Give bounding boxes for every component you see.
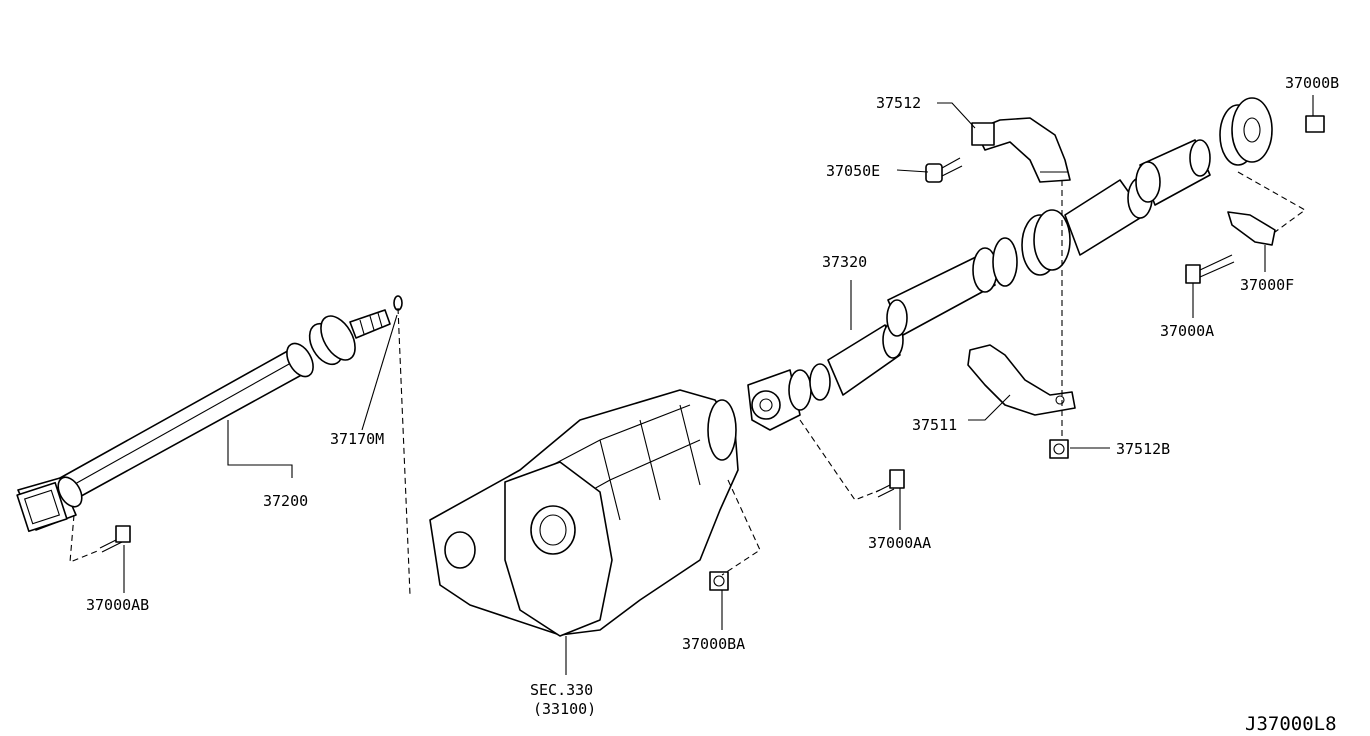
transfer-case: [429, 389, 739, 637]
label-sec-330: SEC.330: [530, 681, 593, 699]
label-sec-330-sub: (33100): [533, 700, 596, 718]
washer-37000F: [1227, 211, 1276, 246]
label-37000A: 37000A: [1160, 322, 1214, 340]
part-labels: 37512 37050E 37320 37170M 37200 37000AB …: [86, 74, 1339, 735]
label-37512B: 37512B: [1116, 440, 1170, 458]
assembly-lines: [69, 171, 1307, 596]
nut-37512B: [1049, 439, 1069, 459]
nut-37000BA: [709, 571, 729, 591]
bracket-37512: [971, 117, 1071, 183]
label-37200: 37200: [263, 492, 308, 510]
nut-37000B: [1305, 115, 1325, 133]
bolt-37000AA: [875, 469, 905, 498]
label-37000F: 37000F: [1240, 276, 1294, 294]
bolt-37000AB: [99, 525, 131, 553]
rear-propeller-shaft: [747, 97, 1273, 431]
leader-lines: [123, 95, 1314, 675]
bolt-37000A: [1185, 254, 1235, 284]
bolt-37050E: [925, 157, 963, 183]
label-37512: 37512: [876, 94, 921, 112]
label-37320: 37320: [822, 253, 867, 271]
label-37000AB: 37000AB: [86, 596, 149, 614]
bracket-37511: [967, 344, 1076, 416]
label-37000AA: 37000AA: [868, 534, 931, 552]
front-propeller-shaft: [16, 295, 403, 533]
label-37511: 37511: [912, 416, 957, 434]
label-37000B: 37000B: [1285, 74, 1339, 92]
label-37000BA: 37000BA: [682, 635, 745, 653]
diagram-code: J37000L8: [1245, 713, 1337, 735]
label-37170M: 37170M: [330, 430, 384, 448]
label-37050E: 37050E: [826, 162, 880, 180]
